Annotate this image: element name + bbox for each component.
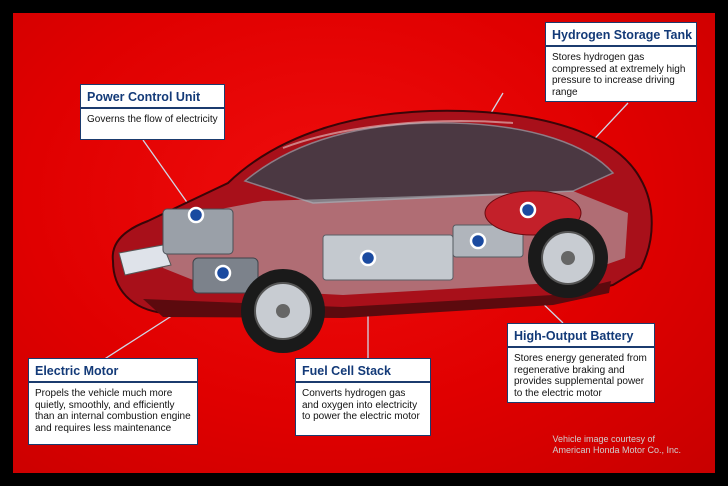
fuel-cell-stack bbox=[322, 234, 454, 281]
leader-hydrogen-tank-top bbox=[490, 92, 504, 114]
callout-description: Governs the flow of electricity bbox=[87, 114, 218, 125]
callout-title: Hydrogen Storage Tank bbox=[546, 23, 696, 47]
car-illustration bbox=[102, 92, 653, 361]
marker-electric-motor bbox=[214, 264, 232, 282]
marker-fuel-cell bbox=[359, 249, 377, 267]
callout-electric-motor: Electric Motor Propels the vehicle much … bbox=[28, 358, 198, 445]
callout-title: Fuel Cell Stack bbox=[296, 359, 430, 383]
callout-title: Electric Motor bbox=[29, 359, 197, 383]
callout-description: Stores energy generated from regenerativ… bbox=[514, 353, 647, 399]
credit-line-2: American Honda Motor Co., Inc. bbox=[552, 444, 681, 455]
marker-battery bbox=[469, 232, 487, 250]
callout-title: High-Output Battery bbox=[508, 324, 654, 348]
callout-fuel-cell-stack: Fuel Cell Stack Converts hydrogen gas an… bbox=[295, 358, 431, 436]
front-wheel bbox=[241, 269, 325, 353]
car-roof-highlight bbox=[282, 120, 514, 149]
image-credit: Vehicle image courtesy of American Honda… bbox=[552, 434, 681, 455]
car-headlight bbox=[118, 244, 172, 276]
callout-high-output-battery: High-Output Battery Stores energy genera… bbox=[507, 323, 655, 403]
credit-line-1: Vehicle image courtesy of bbox=[552, 434, 655, 444]
callout-hydrogen-storage-tank: Hydrogen Storage Tank Stores hydrogen ga… bbox=[545, 22, 697, 102]
car-windows bbox=[243, 122, 615, 204]
callout-power-control-unit: Power Control Unit Governs the flow of e… bbox=[80, 84, 225, 140]
callout-title: Power Control Unit bbox=[81, 85, 224, 109]
marker-power-control bbox=[187, 206, 205, 224]
callout-description: Converts hydrogen gas and oxygen into el… bbox=[302, 388, 420, 422]
battery-unit bbox=[452, 224, 524, 258]
rear-wheel bbox=[528, 218, 608, 298]
callout-description: Stores hydrogen gas compressed at extrem… bbox=[552, 52, 686, 98]
callout-description: Propels the vehicle much more quietly, s… bbox=[35, 388, 191, 434]
diagram-panel: Hydrogen Storage Tank Stores hydrogen ga… bbox=[13, 13, 715, 473]
marker-hydrogen-tank bbox=[519, 201, 537, 219]
